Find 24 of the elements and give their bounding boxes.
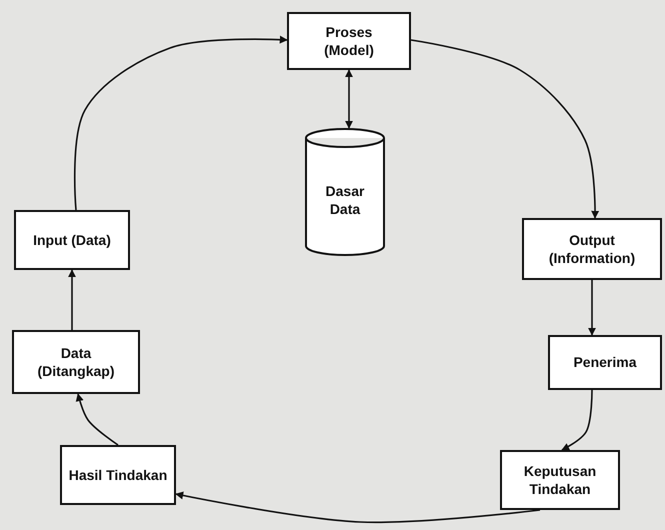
process-box xyxy=(14,210,130,270)
node-label: Penerima xyxy=(573,353,637,372)
arrow xyxy=(588,280,596,336)
node-label: Proses (Model) xyxy=(323,22,375,60)
arrow xyxy=(68,269,76,330)
node-label: Output (Information) xyxy=(548,230,636,268)
process-box xyxy=(522,218,662,280)
arrow xyxy=(76,393,118,446)
process-box xyxy=(12,330,140,394)
arrow xyxy=(74,36,288,210)
arrow xyxy=(345,69,353,129)
process-box xyxy=(287,12,411,70)
arrow xyxy=(175,492,540,524)
node-label: Input (Data) xyxy=(33,230,111,250)
process-box xyxy=(60,445,176,505)
arrow xyxy=(561,390,593,451)
node-label: Data (Ditangkap) xyxy=(36,344,116,380)
process-box xyxy=(548,335,662,390)
node-label: Dasar Data xyxy=(324,182,366,218)
database-cylinder xyxy=(305,128,385,256)
node-label: Keputusan Tindakan xyxy=(522,462,598,498)
node-label: Hasil Tindakan xyxy=(68,466,168,484)
process-box xyxy=(500,450,620,510)
arrow xyxy=(410,39,600,219)
